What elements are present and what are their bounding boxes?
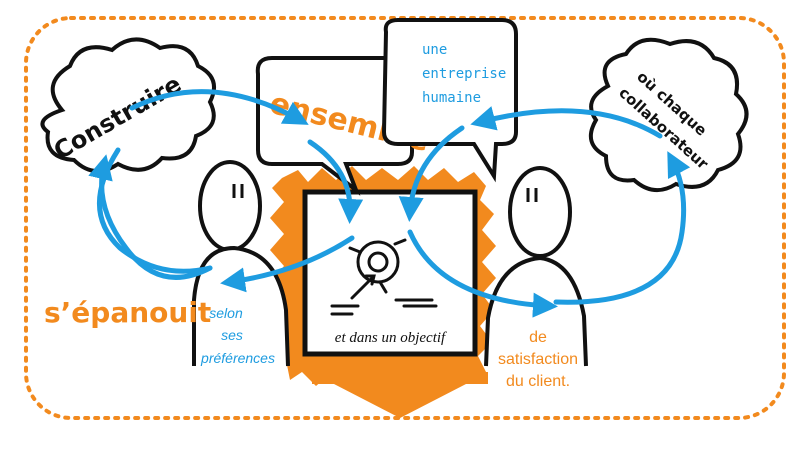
flow-arrows <box>88 89 691 318</box>
arrow-loop-up <box>88 154 213 280</box>
satisfaction-line2: satisfaction <box>498 351 578 368</box>
preferences-line3: préférences <box>200 350 275 366</box>
speech-bubble-ensemble <box>255 56 414 196</box>
cloud-collaborateur <box>588 37 749 192</box>
orange-down-arrow <box>312 372 488 418</box>
preferences-line2: ses <box>221 327 243 343</box>
arrow-collaborateur-to-entreprise <box>470 106 663 139</box>
arrow-construire-to-ensemble <box>129 89 309 125</box>
arrow-board-to-satisfaction <box>407 229 558 318</box>
arrow-ensemble-to-board <box>307 139 364 224</box>
speech-bubble-entreprise <box>381 18 518 183</box>
satisfaction-line3: du client. <box>506 373 570 390</box>
entreprise-line1: une <box>422 42 447 58</box>
arrow-entreprise-to-board <box>398 125 465 222</box>
left-person-eyes <box>232 184 244 198</box>
arrow-construire-loop <box>97 147 213 274</box>
cloud-construire <box>40 37 216 173</box>
objectif-text: et dans un objectif <box>335 330 447 346</box>
epanouit-text: s’épanouit <box>44 296 211 329</box>
entreprise-line3: humaine <box>422 90 481 106</box>
right-person-eyes <box>526 188 538 202</box>
arrow-satisfaction-to-collaborateur <box>553 151 691 305</box>
target-icon <box>330 238 438 316</box>
entreprise-line2: entreprise <box>422 66 506 82</box>
whiteboard <box>302 189 478 357</box>
preferences-line1: selon <box>209 305 243 321</box>
satisfaction-line1: de <box>529 329 547 346</box>
arrow-board-to-epanouit <box>220 235 355 293</box>
